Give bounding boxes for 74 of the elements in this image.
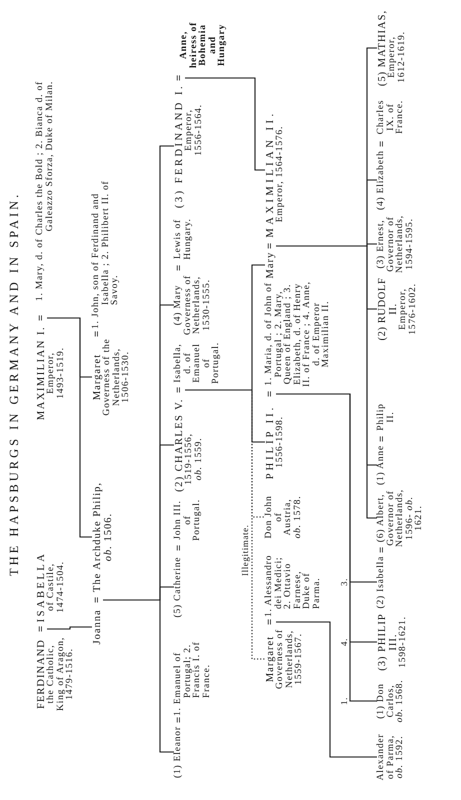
person-entry: (1) Anne [377,445,386,485]
person-details: Governess of Netherlands, 1530-1555. [184,274,212,337]
spouse-entry: Anne, heiress of Bohemia and Hungary [180,17,228,73]
descent-line [185,264,265,391]
marriage-sign: = [174,716,185,723]
descent-line [47,626,92,630]
marriage-sign: = [265,242,276,249]
diagram-title: THE HAPSBURGS IN GERMANY AND IN SPAIN. [7,192,21,576]
descent-line [103,145,174,601]
edge-label: 1. [339,696,349,706]
edge-label: 3. [339,577,349,587]
person-entry: (1) Eleanor [174,726,184,778]
descent-line [47,317,92,538]
marriage-sign: = [174,386,185,393]
marriage-sign: = [36,314,47,321]
marriage-sign: = [92,596,103,603]
marriage-sign: = [174,264,185,271]
marriage-sign: = [377,140,388,147]
person-details: Emperor, 1612-1619. [388,30,407,83]
person-details: Emperor, 1493-1519. [47,346,66,401]
marriage-sign: = [377,436,388,442]
person-name: Mary [265,252,276,278]
spouse-entry: Charles IX. of France. [377,94,406,140]
person-name: ISABELLA [36,552,47,622]
person-details: 1598-1621. [399,616,408,668]
person-details: Emperor, 1564-1576. [276,126,286,222]
person-details: Emperor, 1556-1564. [185,103,204,158]
person-name: PHILIP II. [265,404,276,480]
spouse-entry: 1. Alessandro dei Medici; 2. Ottavio Farnese, Duke of Parma. [265,547,322,617]
person-name: Joanna [92,609,103,644]
person-entry: (5) Catherine [174,556,184,618]
spouse-entry: Lewis of Hungary. [174,214,193,264]
person-name: Margaret [92,354,103,400]
person-entry: (2) Isabella [377,556,386,608]
spouse-entry: 1. Mary, d. of Charles the Bold ; 2. Bianca d. of Galeazzo Sforza, Duke of Milan. [36,81,55,313]
person-name: MAXIMILIAN II. [265,110,276,238]
edge-label: 4. [339,637,349,647]
person-details: of Castile, 1474-1504. [47,560,66,615]
person-name: Margaret [265,636,276,682]
descent-line [276,47,377,247]
spouse-entry: 1. John, son of Ferdinand and Isabella ; 2. Philibert II. of Savoy. [92,157,120,329]
descent-line [276,393,377,583]
person-name: (2) CHARLES V. [174,398,185,492]
marriage-sign: = [36,626,47,632]
person-name: (4) Mary [174,284,184,326]
person-name: (5) MATHIAS, [377,10,388,86]
marriage-sign: = [377,546,388,553]
person-details: Emperor, 1576-1602. [399,282,418,337]
person-name: (3) Ernest, [377,220,386,268]
descent-line [185,77,265,171]
person-name: (3) FERDINAND I. [174,84,185,208]
spouse-entry: Philip II. [377,399,396,435]
person-details: Governess of Netherlands, 1559-1567. [276,628,304,691]
person-name: (6) Albert, [377,494,386,542]
marriage-sign: = [174,74,185,81]
spouse-entry: Isabella, d. of Emanuel of Portugal. [174,340,222,386]
person-name: FERDINAND [36,639,47,709]
person-name: MAXIMILIAN I. [36,326,47,420]
person-details: the Catholic, King of Aragon, 1479-1516. [47,636,76,714]
spouse-entry: 1. Emanuel of Portugal; 2. Francis I. of France. [174,632,212,716]
spouse-entry: John III. of Portugal. [174,496,202,544]
marriage-sign: = [92,330,103,337]
person-entry: (4) Elizabeth [377,150,386,210]
marriage-sign: = [265,618,276,625]
person-name: (3) PHILIP III. [377,612,399,673]
descent-line [276,621,377,758]
person-name: (2) RUDOLF II. [377,276,399,342]
marriage-sign: = [265,390,276,397]
marriage-sign: = [174,544,185,551]
person-details: Governor of Netherlands, 1594-1595. [386,214,415,274]
spouse-entry: 1. Maria, d. of John of Portugal ; 2. Mary, Queen of England ; 3. Elizabeth, d. of Henry II. of France ; 4. Anne, d. of Emperor Maximilian II. [265,281,332,387]
edge-label: Illegitimate. [240,523,250,577]
person-details: Governess of the Netherlands, 1506-1530. [103,338,132,416]
person-details: 1556-1598. [276,416,286,468]
